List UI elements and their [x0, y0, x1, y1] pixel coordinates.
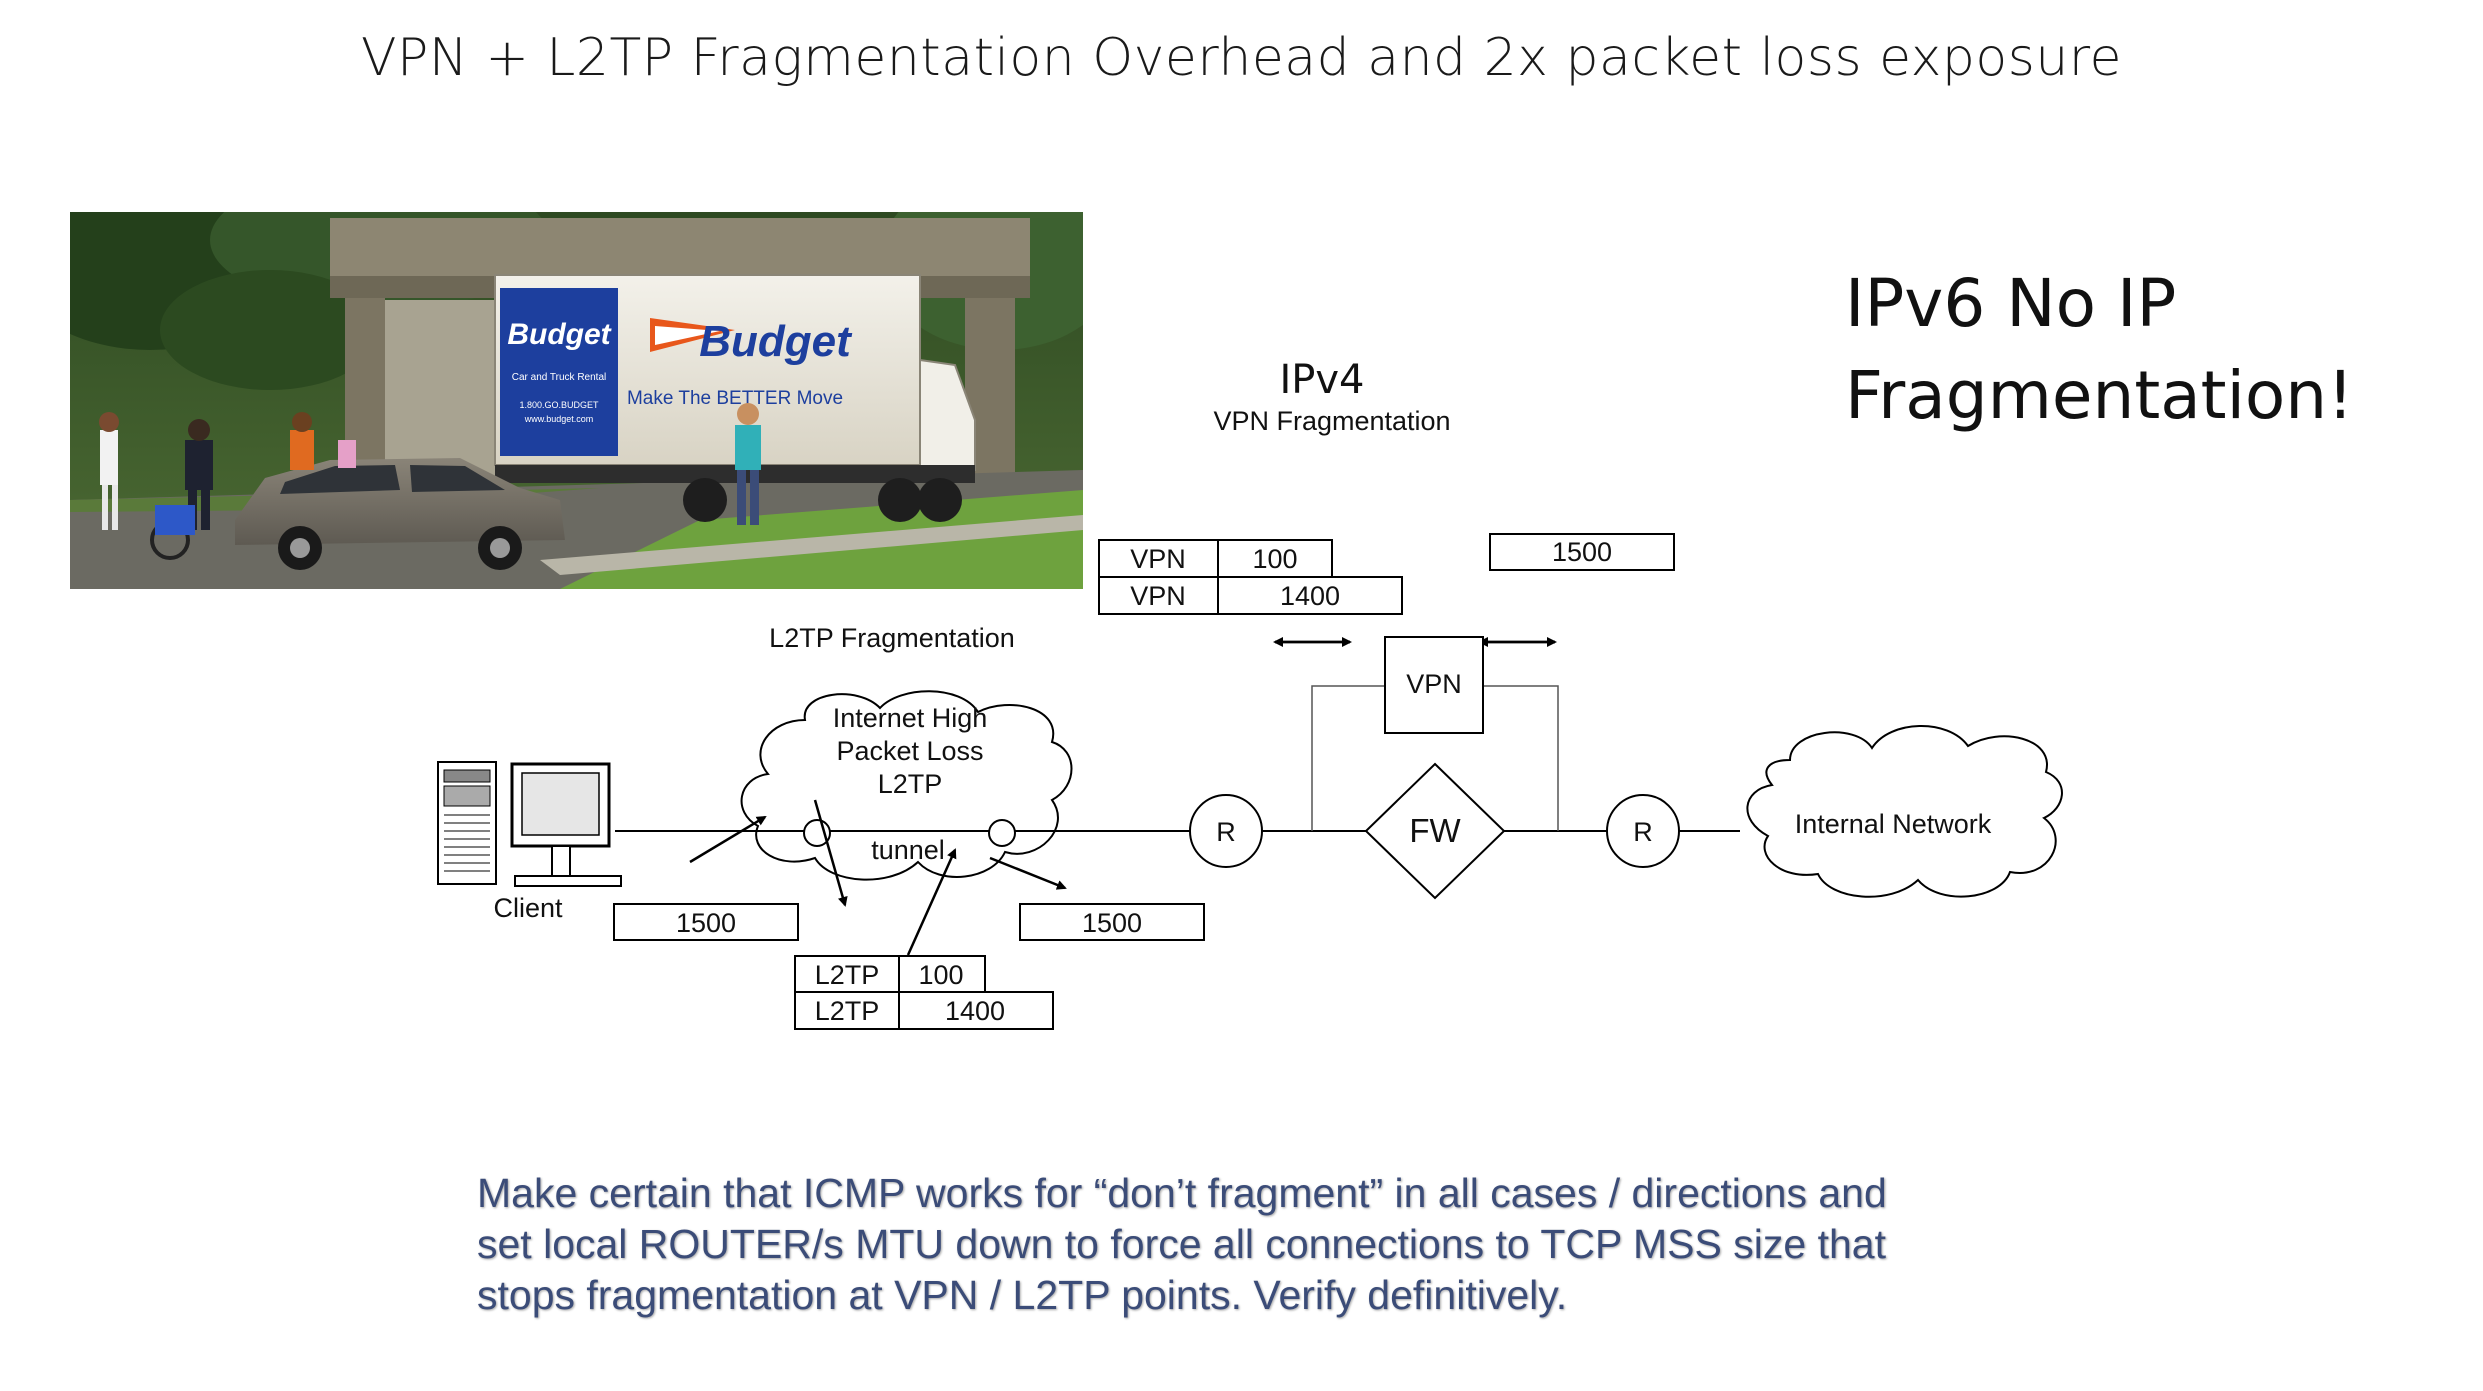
vpn-fragment-2-size: 1400 — [1280, 581, 1340, 611]
internal-network-cloud — [1746, 725, 2063, 898]
vpn-gateway-label: VPN — [1406, 669, 1462, 699]
truck-cab-subtitle: Car and Truck Rental — [512, 372, 607, 383]
packet-left-size: 1500 — [676, 908, 736, 938]
firewall-diamond — [1364, 762, 1506, 900]
ipv4-label: IPv4 — [1279, 357, 1364, 403]
headline-line-1: IPv6 No IP — [1845, 265, 2177, 342]
headline-line-2: Fragmentation! — [1845, 357, 2354, 434]
packet-top-right-size: 1500 — [1552, 537, 1612, 567]
client-label: Client — [493, 893, 563, 923]
slide-title: VPN + L2TP Fragmentation Overhead and 2x… — [360, 28, 2123, 88]
truck-under-bridge-photo: Budget Car and Truck Rental 1.800.GO.BUD… — [70, 212, 1083, 589]
packet-mid-size: 1500 — [1082, 908, 1142, 938]
router-right-label: R — [1633, 817, 1653, 847]
truck-brand-small: Budget — [507, 318, 612, 351]
vpn-fragment-1-size: 100 — [1252, 544, 1297, 574]
tunnel-endpoint-right — [988, 819, 1016, 847]
l2tp-fragment-2: L2TP 1400 — [794, 991, 1054, 1030]
vpn-fragment-2: VPN 1400 — [1098, 576, 1403, 615]
l2tp-fragment-1-proto: L2TP — [815, 960, 880, 990]
l2tp-fragment-1-size: 100 — [918, 960, 963, 990]
router-right — [1606, 794, 1680, 868]
l2tp-fragment-2-proto: L2TP — [815, 996, 880, 1026]
cloud-label-line-1: Internet High — [833, 703, 988, 733]
recommendation-line-1: Make certain that ICMP works for “don’t … — [477, 1170, 1887, 1216]
packet-left: 1500 — [613, 903, 799, 941]
cloud-label-line-2: Packet Loss — [836, 736, 983, 766]
vpn-fragment-2-proto: VPN — [1130, 581, 1186, 611]
router-left-label: R — [1216, 817, 1236, 847]
packet-flow-arrows — [689, 637, 1557, 956]
recommendation-line-2: set local ROUTER/s MTU down to force all… — [477, 1221, 1886, 1267]
truck-slogan: Make The BETTER Move — [627, 388, 843, 409]
truck-phone: 1.800.GO.BUDGET — [519, 400, 599, 410]
truck-website: www.budget.com — [524, 414, 594, 424]
recommendation-note: Make certain that ICMP works for “don’t … — [477, 1168, 1997, 1321]
router-left — [1189, 794, 1263, 868]
vpn-fragment-1-proto: VPN — [1130, 544, 1186, 574]
recommendation-line-3: stops fragmentation at VPN / L2TP points… — [477, 1272, 1568, 1318]
firewall-label: FW — [1409, 812, 1461, 849]
packet-top-right: 1500 — [1489, 533, 1675, 571]
packet-mid: 1500 — [1019, 903, 1205, 941]
tunnel-label: tunnel — [871, 835, 945, 865]
cloud-label-line-3: L2TP — [878, 769, 943, 799]
vpn-fragment-1: VPN 100 — [1098, 539, 1333, 578]
l2tp-fragment-1: L2TP 100 — [794, 955, 986, 993]
truck-brand-large: Budget — [699, 317, 853, 366]
vpn-fragmentation-label: VPN Fragmentation — [1213, 406, 1450, 436]
l2tp-fragmentation-label: L2TP Fragmentation — [769, 623, 1015, 653]
vpn-gateway-box — [1384, 636, 1484, 734]
internal-network-label: Internal Network — [1795, 809, 1992, 839]
l2tp-fragment-2-size: 1400 — [945, 996, 1005, 1026]
client-computer-icon — [437, 761, 622, 887]
ipv6-headline: IPv6 No IP Fragmentation! — [1845, 258, 2445, 442]
